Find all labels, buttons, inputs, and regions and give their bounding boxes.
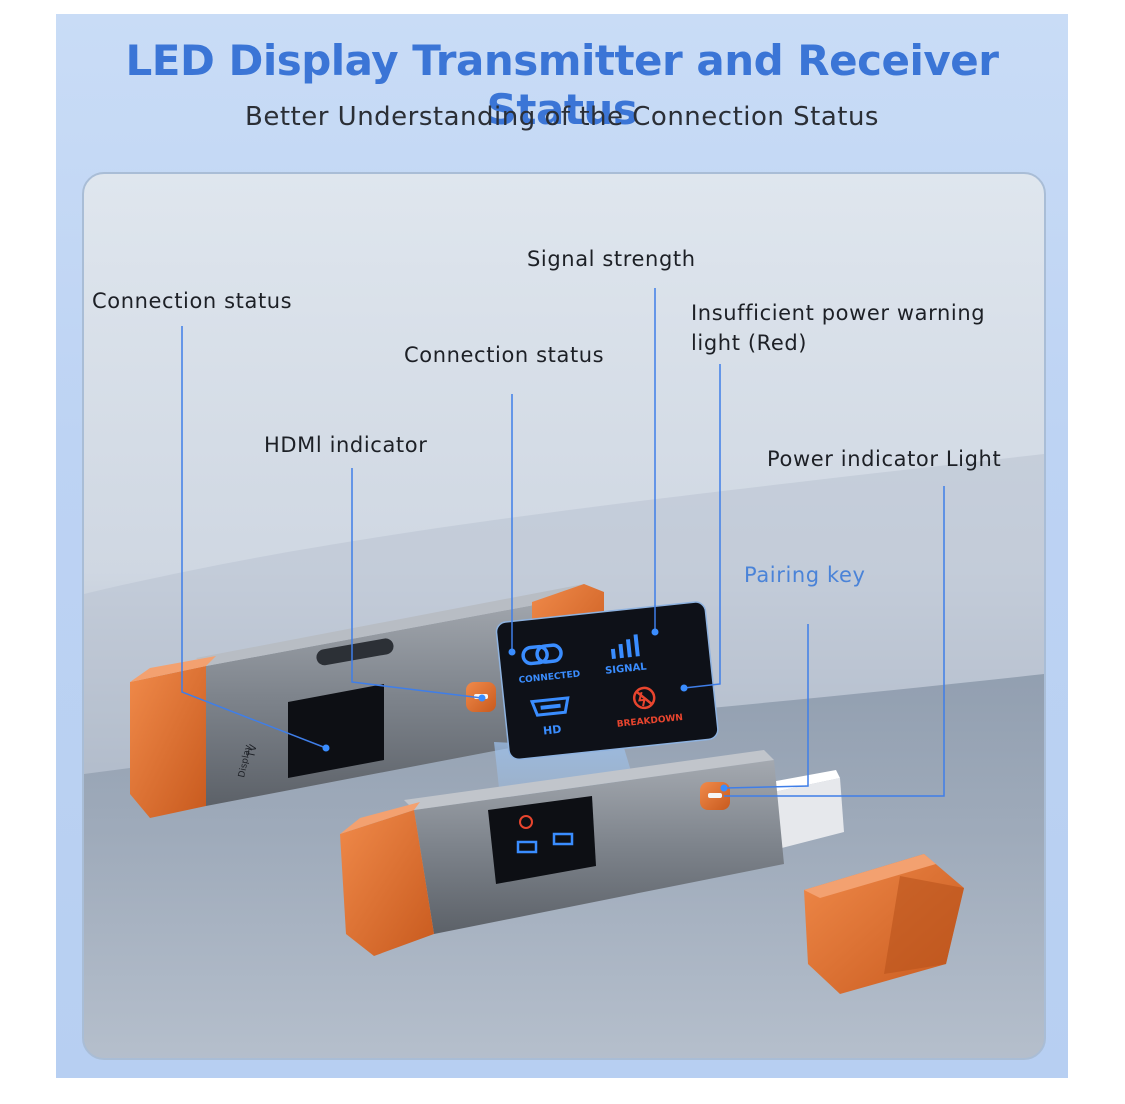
hdmi-port-icon xyxy=(529,696,570,717)
signal-bars-icon xyxy=(610,634,640,660)
poster: LED Display Transmitter and Receiver Sta… xyxy=(56,14,1068,1078)
page-subtitle: Better Understanding of the Connection S… xyxy=(245,102,879,132)
callout-power-indicator: Power indicator Light xyxy=(767,447,1002,471)
status-panel: CONNECTED SIGNAL HD xyxy=(495,601,719,761)
loose-cap xyxy=(804,854,964,994)
page-title: LED Display Transmitter and Receiver Sta… xyxy=(125,36,999,134)
callout-insufficient-power: Insufficient power warning light (Red) xyxy=(691,301,986,355)
tv-label: TV xyxy=(246,744,260,760)
panel-hd-label: HD xyxy=(542,723,562,738)
link-icon xyxy=(521,643,563,666)
product-illustration: TV Display CONNECTED xyxy=(84,288,1044,1058)
panel-signal-label: SIGNAL xyxy=(605,661,648,676)
receiver-device xyxy=(340,750,844,956)
callout-hdmi-indicator: HDMl indicator xyxy=(264,433,428,457)
leader-lines xyxy=(181,288,945,797)
callout-connection-status-center: Connection status xyxy=(404,343,605,367)
callout-connection-status-left: Connection status xyxy=(92,289,293,313)
callout-signal-strength: Signal strength xyxy=(527,247,696,271)
no-power-icon xyxy=(632,686,656,710)
callout-pairing-key: Pairing key xyxy=(744,563,866,587)
product-stage: TV Display CONNECTED xyxy=(82,172,1046,1060)
